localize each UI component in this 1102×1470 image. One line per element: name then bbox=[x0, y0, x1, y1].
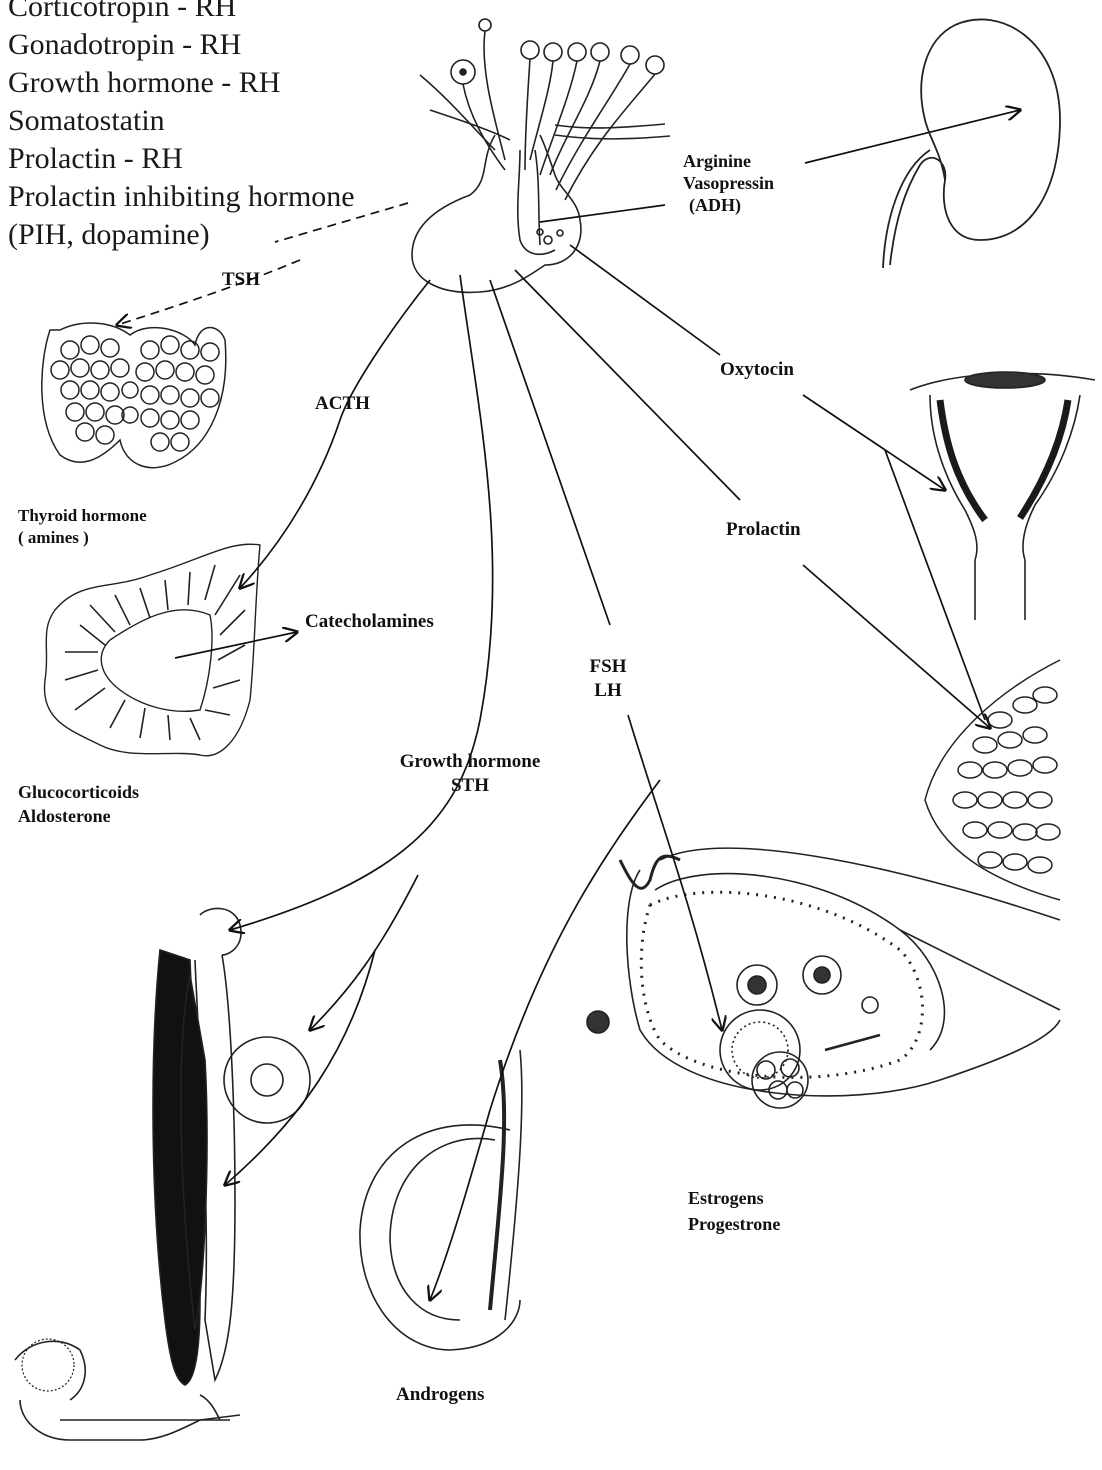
rh-gonadotropin: Gonadotropin - RH bbox=[8, 26, 355, 64]
catecholamines-arrow bbox=[175, 632, 297, 658]
catecholamines-label: Catecholamines bbox=[305, 610, 434, 634]
thyroid-drawing bbox=[42, 323, 226, 468]
glucocorticoids-label: Glucocorticoids bbox=[18, 780, 139, 804]
ovary-hormones-label: Estrogens Progestrone bbox=[688, 1185, 780, 1237]
fsh-label: FSH bbox=[583, 655, 633, 679]
estrogens-label: Estrogens bbox=[688, 1185, 780, 1211]
fsh-lh-label: FSH LH bbox=[583, 655, 633, 703]
adh-arrow bbox=[540, 205, 665, 222]
aldosterone-label: Aldosterone bbox=[18, 804, 139, 828]
lh-label: LH bbox=[583, 679, 633, 703]
gh-label-line2: STH bbox=[380, 774, 560, 798]
thyroid-label-line2: ( amines ) bbox=[18, 527, 147, 549]
adh-label-line1: Arginine bbox=[683, 150, 774, 172]
gh-bone-arrow bbox=[310, 875, 418, 1030]
rh-pih-dopamine: (PIH, dopamine) bbox=[8, 216, 355, 254]
gh-muscle-arrow bbox=[225, 950, 375, 1185]
mammary-gland-drawing bbox=[925, 660, 1060, 900]
tsh-label: TSH bbox=[222, 268, 260, 292]
rh-growth-hormone: Growth hormone - RH bbox=[8, 64, 355, 102]
muscle-bone-drawing bbox=[15, 908, 310, 1440]
prolactin-breast-arrow bbox=[803, 565, 990, 728]
adh-kidney-arrow bbox=[805, 110, 1020, 163]
oxytocin-label: Oxytocin bbox=[720, 358, 794, 382]
prolactin-arrow bbox=[515, 270, 740, 500]
ovary-drawing bbox=[587, 848, 1060, 1108]
oxytocin-uterus-arrow bbox=[803, 395, 945, 490]
fsh-lh-testis-arrow bbox=[430, 780, 660, 1300]
adh-label-line2: Vasopressin bbox=[683, 172, 774, 194]
acth-label: ACTH bbox=[315, 392, 370, 416]
oxytocin-arrow bbox=[570, 245, 720, 355]
thyroid-label-line1: Thyroid hormone bbox=[18, 505, 147, 527]
growth-hormone-arrow bbox=[230, 275, 493, 930]
releasing-hormones-list: Corticotropin - RH Gonadotropin - RH Gro… bbox=[8, 0, 355, 254]
gh-label-line1: Growth hormone bbox=[380, 750, 560, 774]
thyroid-label: Thyroid hormone ( amines ) bbox=[18, 505, 147, 549]
androgens-label: Androgens bbox=[396, 1383, 484, 1407]
rh-somatostatin: Somatostatin bbox=[8, 102, 355, 140]
rh-pih: Prolactin inhibiting hormone bbox=[8, 178, 355, 216]
adh-label-line3: (ADH) bbox=[683, 194, 774, 216]
fsh-lh-ovary-arrow bbox=[628, 715, 722, 1030]
adh-label: Arginine Vasopressin (ADH) bbox=[683, 150, 774, 216]
tsh-arrow bbox=[117, 260, 300, 325]
kidney-drawing bbox=[883, 19, 1060, 268]
prolactin-label: Prolactin bbox=[726, 518, 801, 542]
uterus-drawing bbox=[910, 372, 1095, 620]
acth-arrow bbox=[240, 280, 430, 588]
rh-corticotropin: Corticotropin - RH bbox=[8, 0, 355, 26]
pituitary-gland-drawing bbox=[412, 19, 670, 292]
adrenal-hormones-label: Glucocorticoids Aldosterone bbox=[18, 780, 139, 828]
growth-hormone-label: Growth hormone STH bbox=[380, 750, 560, 798]
rh-prolactin: Prolactin - RH bbox=[8, 140, 355, 178]
fsh-lh-arrow bbox=[490, 280, 610, 625]
progestrone-label: Progestrone bbox=[688, 1211, 780, 1237]
testis-drawing bbox=[360, 1050, 522, 1350]
adrenal-gland-drawing bbox=[44, 544, 260, 756]
